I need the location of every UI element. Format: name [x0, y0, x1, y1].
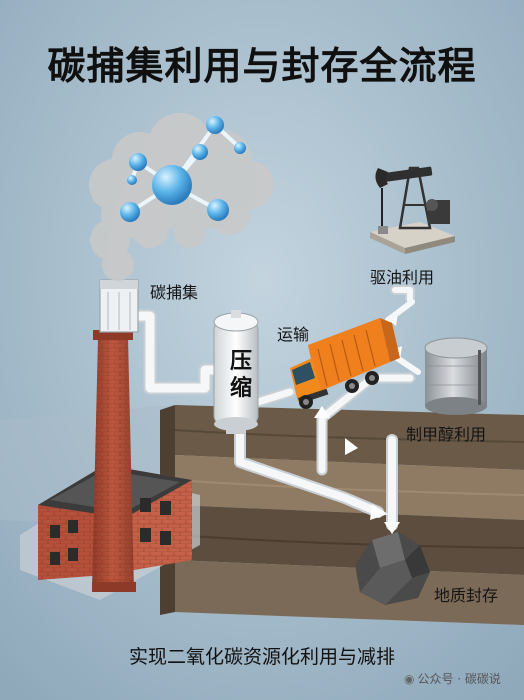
oil-pump-jack: [370, 166, 455, 254]
storage-rock: [355, 532, 430, 605]
compression-label-char: 缩: [229, 376, 252, 401]
capture-unit: [99, 279, 139, 333]
injection-pipes: [234, 372, 416, 531]
compression-label-char: 压: [229, 349, 252, 374]
chimney: [92, 330, 136, 592]
compression-label: 压缩: [224, 348, 258, 402]
storage-label: 地质封存: [434, 586, 499, 605]
methanol-tank: [424, 337, 488, 415]
methanol-label: 制甲醇利用: [406, 425, 487, 444]
page-title: 碳捕集利用与封存全流程: [47, 44, 477, 88]
watermark: ◉公众号 · 碳碳说: [404, 670, 501, 687]
wechat-icon: ◉: [404, 672, 415, 686]
transport-label: 运输: [277, 325, 310, 344]
capture-pipe: [125, 285, 421, 408]
oil-recovery-label: 驱油利用: [370, 268, 435, 287]
co2-molecule: [120, 116, 246, 222]
watermark-text: 公众号 · 碳碳说: [417, 672, 501, 686]
transport-truck: [290, 318, 400, 409]
compressor-tank: [213, 310, 259, 434]
page-subtitle: 实现二氧化碳资源化利用与减排: [128, 646, 395, 668]
capture-label: 碳捕集: [150, 283, 199, 302]
